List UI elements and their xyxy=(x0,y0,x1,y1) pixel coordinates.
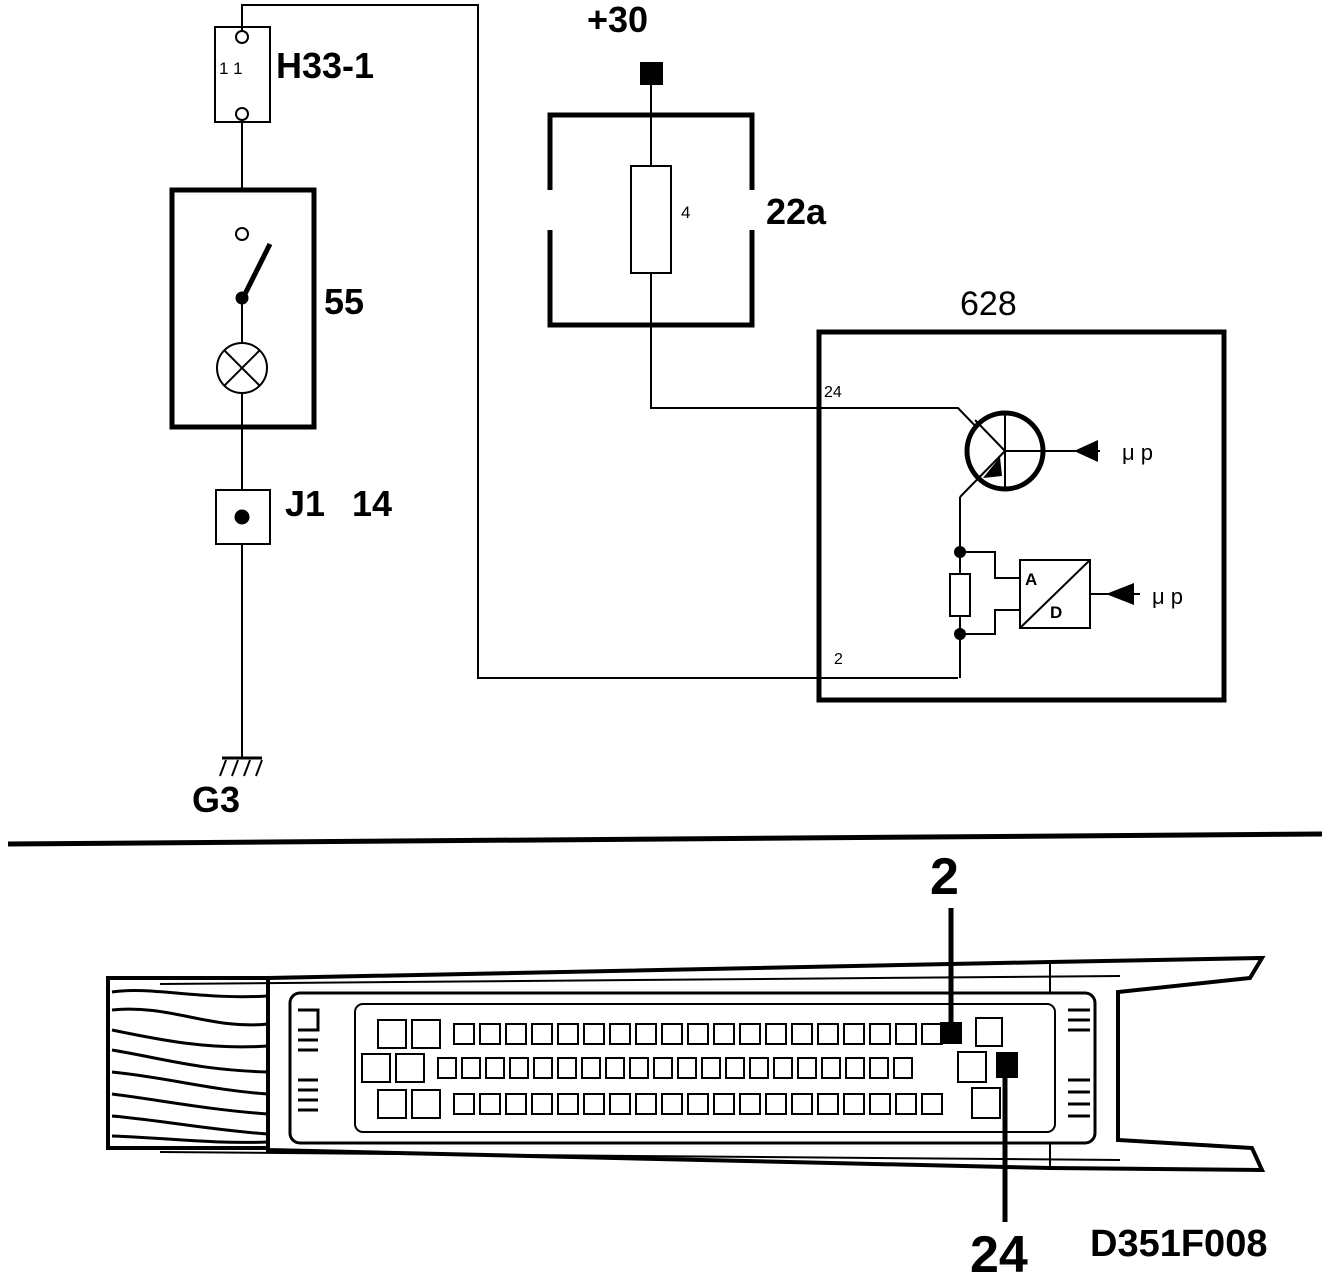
adc-label-a: A xyxy=(1025,570,1037,589)
pin-cavity xyxy=(821,1057,841,1079)
pin-cavity xyxy=(505,1023,527,1045)
pin-cavity xyxy=(957,1051,987,1083)
pin-cavity xyxy=(713,1023,735,1045)
pin-cavity xyxy=(479,1093,501,1115)
schematic: 1 1 H33-1 55 J1 14 xyxy=(169,0,1227,820)
pin-cavity xyxy=(653,1057,673,1079)
connector-j1 xyxy=(215,489,271,545)
pin-cavity xyxy=(395,1053,425,1083)
pin-cavity xyxy=(583,1093,605,1115)
fuse-box-label: 22a xyxy=(766,191,827,232)
pin-cavity xyxy=(765,1023,787,1045)
switch-lamp-55 xyxy=(169,187,317,430)
fuse-box-fuse-number: 4 xyxy=(681,203,690,222)
pin-cavity xyxy=(791,1023,813,1045)
pin-cavity xyxy=(377,1089,407,1119)
pin-cavity xyxy=(411,1089,441,1119)
section-divider xyxy=(7,831,1323,847)
control-unit-label: 628 xyxy=(960,285,1017,323)
pin-cavity xyxy=(361,1053,391,1083)
pin-cavity xyxy=(509,1057,529,1079)
connector-j1-label: J1 xyxy=(285,483,325,524)
pin-cavity xyxy=(725,1057,745,1079)
pin-cavity xyxy=(505,1093,527,1115)
pin-cavity xyxy=(485,1057,505,1079)
pin-cavity xyxy=(557,1093,579,1115)
pin-cavity xyxy=(845,1057,865,1079)
pin-cavity xyxy=(869,1057,889,1079)
pin-cavity xyxy=(583,1023,605,1045)
connector-housing xyxy=(106,908,1266,1222)
pin-cavity xyxy=(581,1057,601,1079)
pin-cavity xyxy=(713,1093,735,1115)
pin-cavity xyxy=(687,1023,709,1045)
control-unit-628 xyxy=(816,329,1227,703)
pin-cavity xyxy=(817,1023,839,1045)
microprocessor-output-label: μ p xyxy=(1152,584,1183,609)
control-unit-pin-24: 24 xyxy=(824,384,842,401)
pin-cavity xyxy=(739,1093,761,1115)
switch-lamp-label: 55 xyxy=(324,281,364,322)
pin-cavity xyxy=(893,1057,913,1079)
pin-cavity xyxy=(461,1057,481,1079)
pin-cavity xyxy=(921,1093,943,1115)
pin-cavity xyxy=(869,1023,891,1045)
wire-harness xyxy=(106,976,270,1150)
pin-cavity xyxy=(411,1019,441,1049)
pin-cavity xyxy=(765,1093,787,1115)
microprocessor-input-label: μ p xyxy=(1122,440,1153,465)
pin-cavity xyxy=(843,1093,865,1115)
pin-cavities xyxy=(361,1017,1003,1119)
pin-cavity xyxy=(531,1023,553,1045)
pin-cavity xyxy=(895,1023,917,1045)
pin-cavity xyxy=(557,1023,579,1045)
connector-j1-pin: 14 xyxy=(352,483,392,524)
pin-cavity xyxy=(437,1057,457,1079)
pin-cavity xyxy=(605,1057,625,1079)
pin-cavity xyxy=(921,1023,943,1045)
pin-24-label: 24 xyxy=(970,1226,1028,1282)
pin-cavity xyxy=(797,1057,817,1079)
pin-cavity xyxy=(531,1093,553,1115)
pin-cavity xyxy=(661,1023,683,1045)
pin-cavity xyxy=(749,1057,769,1079)
pin-cavity xyxy=(635,1023,657,1045)
pin-cavity xyxy=(557,1057,577,1079)
wire-loop xyxy=(241,4,958,679)
pin-cavity xyxy=(971,1087,1001,1119)
pin-cavity xyxy=(869,1093,891,1115)
pin-cavity xyxy=(377,1019,407,1049)
pin-cavity xyxy=(701,1057,721,1079)
pin-cavity xyxy=(677,1057,697,1079)
pin-cavity xyxy=(843,1023,865,1045)
pin-cavity xyxy=(661,1093,683,1115)
ground-label: G3 xyxy=(192,779,240,820)
drawing-code: D351F008 xyxy=(1090,1223,1267,1265)
pin-cavity xyxy=(609,1093,631,1115)
pin-2-highlight xyxy=(940,1022,962,1044)
pin-cavity xyxy=(533,1057,553,1079)
pin-cavity xyxy=(609,1023,631,1045)
control-unit-pin-2: 2 xyxy=(834,651,843,668)
supply-label: +30 xyxy=(587,0,648,40)
ground-icon xyxy=(219,756,263,777)
adc-label-d: D xyxy=(1050,603,1062,622)
pin-cavity xyxy=(895,1093,917,1115)
pin-cavity xyxy=(453,1093,475,1115)
pin-cavity xyxy=(479,1023,501,1045)
pin-cavity xyxy=(687,1093,709,1115)
pin-cavity xyxy=(791,1093,813,1115)
pin-2-label: 2 xyxy=(930,848,959,906)
pin-cavity xyxy=(453,1023,475,1045)
pin-cavity xyxy=(773,1057,793,1079)
pin-cavity xyxy=(975,1017,1003,1047)
pin-cavity xyxy=(635,1093,657,1115)
supply-terminal xyxy=(640,62,663,85)
pin-cavity xyxy=(629,1057,649,1079)
pin-cavity xyxy=(817,1093,839,1115)
fuse-h33-pin-label: 1 1 xyxy=(219,59,243,78)
pin-cavity xyxy=(739,1023,761,1045)
fuse-h33-label: H33-1 xyxy=(276,45,374,86)
